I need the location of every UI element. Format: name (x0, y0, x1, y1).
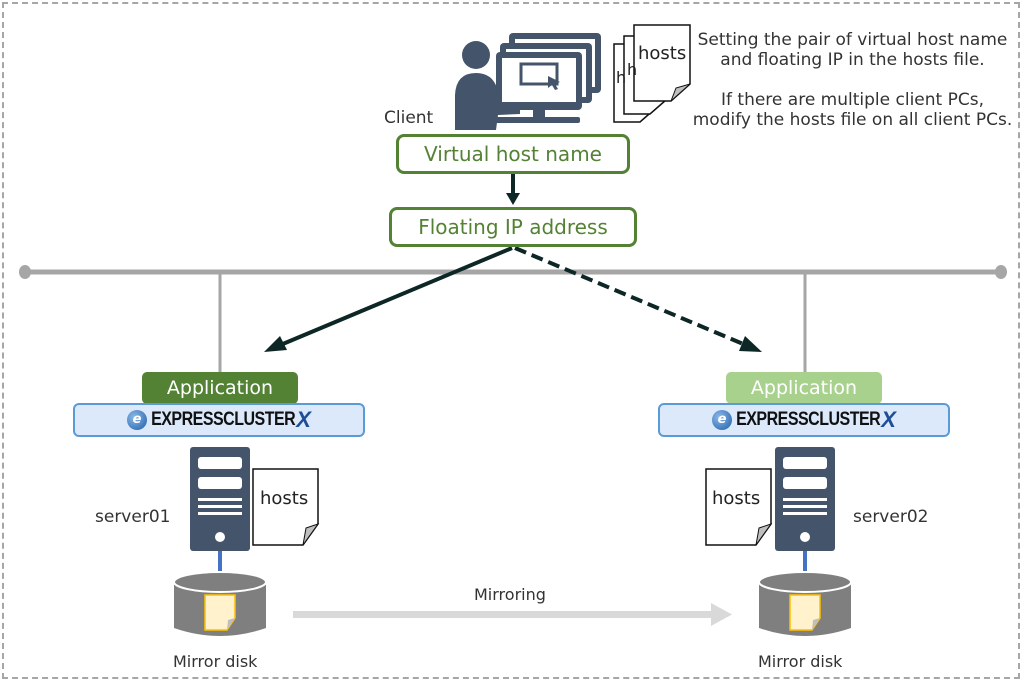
client-hosts-partial-2: h (627, 60, 638, 79)
expresscluster-logo-text: EXPRESSCLUSTER (736, 409, 881, 430)
server02-icon (775, 447, 835, 551)
active-route-arrowhead (264, 336, 287, 352)
server01-icon (190, 447, 250, 551)
server02-disk-link (803, 551, 807, 571)
server01-hosts-file-icon (252, 468, 320, 546)
server02-application-badge: Application (726, 372, 882, 404)
network-bus-end-right (995, 265, 1007, 279)
mirroring-label: Mirroring (474, 585, 546, 604)
client-hosts-partial-1: h (616, 68, 627, 87)
expresscluster-logo-icon: e (127, 410, 148, 430)
standby-route-arrowhead (739, 336, 762, 352)
network-bus-end-left (19, 265, 31, 279)
server01-application-badge: Application (142, 372, 298, 404)
server01-mirror-disk-icon (173, 571, 267, 636)
expresscluster-logo-text: EXPRESSCLUSTER (151, 409, 296, 430)
active-route-arrow (277, 246, 513, 348)
note-paragraph-1: Setting the pair of virtual host name an… (697, 30, 1008, 70)
server02-hosts-label: hosts (712, 488, 761, 509)
virtual-host-name-box: Virtual host name (396, 134, 630, 174)
mirroring-arrow-shaft (293, 611, 713, 618)
client-pc-icon (455, 33, 601, 130)
client-hosts-label: hosts (638, 43, 687, 64)
server01-label: server01 (95, 507, 171, 527)
server01-mirror-disk-label: Mirror disk (173, 652, 258, 671)
server02-mirror-disk-icon (758, 571, 852, 636)
standby-route-arrow (514, 246, 749, 348)
server01-disk-link (218, 551, 222, 571)
client-label: Client (384, 108, 434, 128)
client-hosts-file-stack (613, 24, 691, 123)
floating-ip-address-box: Floating IP address (389, 207, 637, 247)
server01-expresscluster-bar: e EXPRESSCLUSTER X (73, 403, 365, 437)
server02-expresscluster-bar: e EXPRESSCLUSTER X (658, 403, 950, 437)
note-paragraph-2: If there are multiple client PCs, modify… (692, 90, 1013, 130)
server02-mirror-disk-label: Mirror disk (758, 652, 843, 671)
expresscluster-logo-icon: e (712, 410, 733, 430)
resolve-arrow-head (506, 193, 520, 205)
hosts-file-note: Setting the pair of virtual host name an… (690, 30, 1015, 130)
server02-label: server02 (853, 507, 929, 527)
mirroring-arrowhead (711, 603, 732, 626)
server02-hosts-file-icon (705, 468, 773, 546)
server01-hosts-label: hosts (260, 488, 309, 509)
expresscluster-logo-x: X (296, 407, 311, 432)
expresscluster-logo-x: X (881, 407, 896, 432)
